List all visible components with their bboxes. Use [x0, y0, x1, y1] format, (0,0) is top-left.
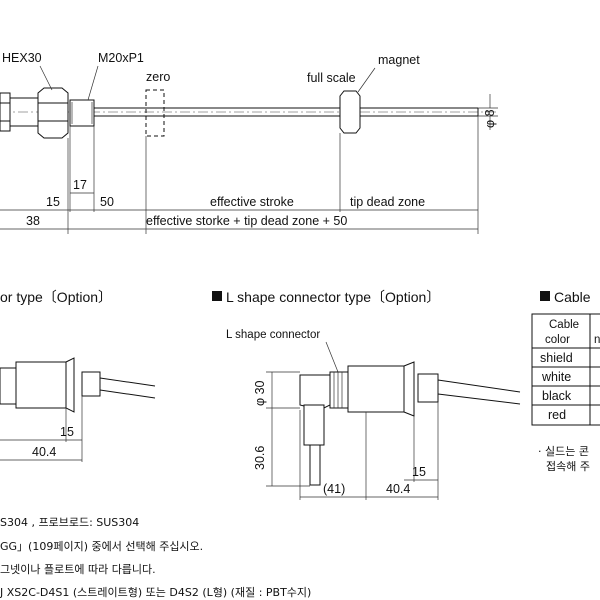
phi8-label: φ 8: [483, 109, 497, 128]
left-section-title: or type〔Option〕: [0, 289, 112, 305]
top-sensor-view: HEX30 M20xP1 zero full scale magnet φ 8 …: [0, 51, 498, 234]
l-connector-label: L shape connector: [226, 329, 320, 341]
dim-38: 38: [26, 214, 40, 228]
total-length-label: effective storke + tip dead zone + 50: [146, 214, 347, 228]
zero-label: zero: [146, 70, 170, 84]
footer-notes: S304 , 프로브로드: SUS304 GG」(109페이지) 중에서 선택해…: [0, 516, 311, 599]
cable-section-title: Cable: [554, 289, 591, 305]
l-dim-phi30: φ 30: [253, 380, 267, 406]
full-scale-label: full scale: [307, 71, 356, 85]
footer-note-1: S304 , 프로브로드: SUS304: [0, 516, 139, 529]
cable-note-line1: · 실드는 콘: [538, 445, 589, 458]
cable-header-col2: n: [594, 334, 600, 346]
thread-label: M20xP1: [98, 51, 144, 65]
footer-note-2: GG」(109페이지) 중에서 선택해 주십시오.: [0, 539, 203, 553]
left-dim-15: 15: [60, 425, 74, 439]
l-dim-40-4: 40.4: [386, 482, 410, 496]
cable-note-line2: 접속해 주: [546, 459, 590, 473]
tip-dead-zone-label: tip dead zone: [350, 195, 425, 209]
l-section-title: L shape connector type〔Option〕: [226, 289, 440, 305]
dim-15: 15: [46, 195, 60, 209]
cable-header-line2: color: [545, 334, 570, 346]
cable-row-black: black: [542, 389, 572, 403]
cable-section: Cable Cable color n shield white black r…: [531, 289, 600, 473]
cable-header-line1: Cable: [549, 319, 579, 331]
magnet-label: magnet: [378, 53, 420, 67]
l-shape-section: L shape connector type〔Option〕 L shape c…: [212, 289, 521, 500]
l-dim-15: 15: [412, 465, 426, 479]
l-dim-30-6: 30.6: [253, 446, 267, 470]
footer-note-3: 그넷이나 플로트에 따라 다릅니다.: [0, 563, 156, 576]
cable-row-shield: shield: [540, 351, 573, 365]
dim-17: 17: [73, 178, 87, 192]
l-dim-41: (41): [323, 482, 345, 496]
left-connector-section: or type〔Option〕 15 40.4: [0, 289, 156, 462]
dim-50: 50: [100, 195, 114, 209]
effective-stroke-label: effective stroke: [210, 195, 294, 209]
cable-row-white: white: [541, 370, 571, 384]
hex-label: HEX30: [2, 51, 42, 65]
footer-note-4: J XS2C-D4S1 (스트레이트형) 또는 D4S2 (L형) (재질 : …: [0, 586, 311, 599]
cable-row-red: red: [548, 408, 566, 422]
left-dim-40-4: 40.4: [32, 445, 56, 459]
